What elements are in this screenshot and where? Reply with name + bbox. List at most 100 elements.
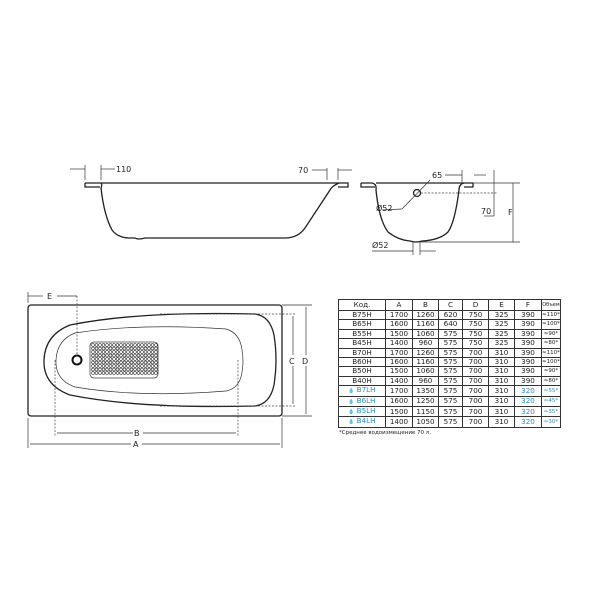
pattern-dot: [101, 371, 106, 375]
pattern-dot: [108, 371, 113, 375]
cell-f: 320: [514, 406, 542, 418]
cell-e: 310: [488, 385, 515, 397]
cell-value: 960: [418, 338, 433, 348]
pattern-dot: [136, 364, 141, 368]
pattern-dot: [136, 346, 141, 351]
cell-value: 700: [468, 416, 483, 426]
pattern-dot: [154, 371, 158, 375]
cell-value: ≈80*: [543, 340, 559, 347]
cell-f: 320: [514, 395, 542, 408]
cell-value: 1700: [389, 347, 409, 357]
pattern-dot: [101, 350, 106, 354]
cell-value: 700: [468, 375, 483, 385]
header-c: C: [438, 299, 463, 311]
pattern-dot: [108, 343, 113, 347]
pattern-dot: [133, 346, 137, 351]
pattern-dot: [150, 367, 155, 372]
pattern-dot: [133, 371, 137, 375]
cell-value: 700: [468, 396, 483, 406]
footnote: *Среднее водоизмещение 70 л.: [339, 430, 432, 436]
cell-v: ≈80*: [541, 338, 561, 349]
pattern-dot: [147, 357, 151, 361]
cell-value: ≈45*: [543, 398, 559, 405]
cell-value: 1500: [389, 328, 409, 338]
cell-value: 750: [468, 328, 483, 338]
pattern-dot: [98, 350, 102, 354]
dim-b-label: B: [134, 429, 140, 438]
cell-v: ≈45*: [541, 395, 561, 408]
cell-value: 575: [443, 328, 458, 338]
dim-c-label: C: [289, 357, 295, 366]
pattern-dot: [150, 364, 155, 368]
pattern-dot: [94, 353, 99, 358]
pattern-dot: [108, 350, 113, 354]
pattern-dot: [133, 364, 137, 368]
cell-value: 750: [468, 319, 483, 329]
water-drop-icon: 💧: [348, 388, 355, 395]
header-d: D: [462, 299, 489, 311]
pattern-dot: [129, 346, 134, 351]
cell-value: B75H: [352, 310, 372, 319]
cell-value: 1150: [416, 406, 435, 416]
pattern-dot: [140, 367, 144, 372]
pattern-dot: [91, 343, 95, 347]
pattern-dot: [94, 360, 99, 365]
cell-value: 700: [468, 385, 483, 395]
pattern-dot: [140, 343, 144, 347]
cell-v: ≈110*: [541, 347, 561, 359]
cell-value: 390: [521, 319, 535, 329]
cell-d: 700: [462, 416, 489, 428]
cell-e: 310: [488, 395, 515, 408]
cell-value: B5LH: [356, 406, 376, 416]
dim-d-label: D: [302, 357, 308, 366]
pattern-dot: [126, 364, 130, 368]
water-drop-icon: 💧: [348, 398, 355, 405]
pattern-dot: [136, 360, 141, 365]
pattern-dot: [98, 353, 102, 358]
pattern-dot: [136, 357, 141, 361]
cell-value: 310: [494, 375, 509, 385]
cell-value: 390: [521, 338, 535, 348]
cell-f: 390: [514, 319, 542, 330]
cell-b: 1150: [412, 406, 439, 418]
pattern-dot: [101, 364, 106, 368]
pattern-dot: [112, 364, 116, 368]
cell-value: B7LH: [356, 385, 376, 395]
pattern-dot: [143, 350, 148, 354]
pattern-dot: [150, 360, 155, 365]
pattern-dot: [101, 367, 106, 372]
overflow-offset-label: 65: [432, 171, 442, 180]
pattern-dot: [136, 353, 141, 358]
pattern-dot: [129, 364, 134, 368]
cell-c: 575: [438, 416, 463, 428]
cell-value: 310: [494, 347, 509, 357]
cell-value: 700: [468, 406, 483, 416]
table-header-row: Код. A B C D E F Объем: [338, 299, 561, 311]
cell-f: 390: [514, 328, 542, 340]
pattern-dot: [98, 364, 102, 368]
cell-value: 310: [494, 357, 509, 367]
cell-value: 640: [443, 319, 458, 329]
pattern-dot: [143, 367, 148, 372]
anti-slip-pattern: [91, 343, 158, 375]
cell-value: B6LH: [356, 395, 376, 405]
cell-b: 1350: [412, 385, 439, 397]
pattern-dot: [91, 350, 95, 354]
cell-value: ≈55*: [543, 387, 559, 394]
pattern-dot: [126, 350, 130, 354]
cell-v: ≈55*: [541, 385, 561, 397]
pattern-dot: [119, 343, 123, 347]
pattern-dot: [115, 343, 120, 347]
pattern-dot: [150, 371, 155, 375]
dim-e-label: E: [47, 292, 52, 301]
pattern-dot: [122, 357, 127, 361]
pattern-dot: [115, 350, 120, 354]
pattern-dot: [133, 360, 137, 365]
pattern-dot: [119, 346, 123, 351]
pattern-dot: [94, 343, 99, 347]
